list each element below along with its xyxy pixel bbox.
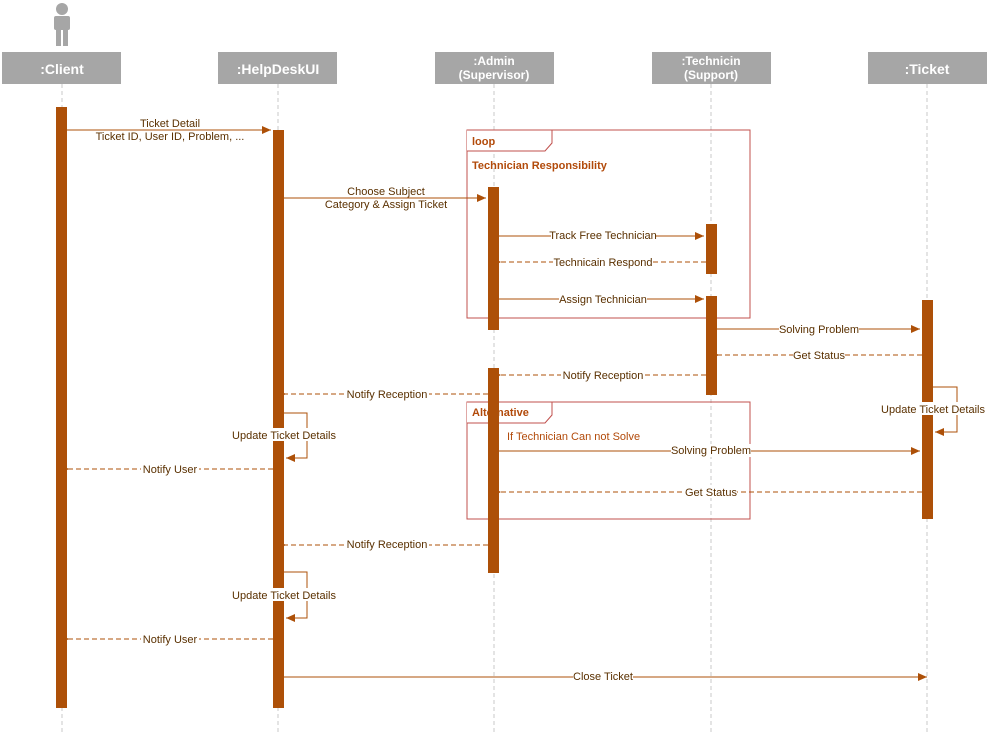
messages: Ticket Detail Ticket ID, User ID, Proble…	[67, 118, 985, 708]
msg-notify-reception-1-label: Notify Reception	[347, 389, 428, 401]
loop-frame: loop Technician Responsibility	[466, 129, 751, 319]
participant-helpdeskui-label: :HelpDeskUI	[237, 61, 319, 77]
msg-get-status-1-label: Get Status	[793, 350, 845, 362]
participant-client: :Client	[2, 52, 121, 84]
msg-notify-user-2-label: Notify User	[143, 634, 198, 646]
msg-tech-respond-label: Technicain Respond	[553, 257, 652, 269]
participant-admin-sublabel: (Supervisor)	[459, 68, 530, 82]
participant-client-label: :Client	[40, 61, 84, 77]
loop-frame-guard: Technician Responsibility	[472, 160, 608, 172]
participant-technician-sublabel: (Support)	[684, 68, 738, 82]
msg-update-ticket-3-label: Update Ticket Details	[881, 404, 985, 416]
person-icon	[54, 3, 70, 46]
loop-frame-tag: loop	[472, 136, 495, 148]
participant-ticket: :Ticket	[868, 52, 987, 84]
msg-notify-reception-2-label: Notify Reception	[347, 539, 428, 551]
alt-frame-guard: If Technician Can not Solve	[507, 431, 640, 443]
activation-technician-1	[706, 224, 717, 274]
activation-client	[56, 107, 67, 708]
msg-close-ticket-label: Close Ticket	[573, 671, 633, 683]
msg-get-status-2-label: Get Status	[685, 487, 737, 499]
activation-technician-2	[706, 296, 717, 395]
msg-track-free-label: Track Free Technician	[549, 230, 657, 242]
msg-assign-tech-label: Assign Technician	[559, 294, 647, 306]
participant-ticket-label: :Ticket	[905, 61, 950, 77]
activation-helpdeskui	[273, 130, 284, 708]
msg-notify-reception-tech-label: Notify Reception	[563, 370, 644, 382]
msg-choose-subject-label-2: Category & Assign Ticket	[325, 199, 447, 211]
msg-solving-2-label: Solving Problem	[671, 445, 751, 457]
alt-frame: Alternative If Technician Can not Solve	[466, 401, 751, 520]
msg-update-ticket-1-label: Update Ticket Details	[232, 430, 336, 442]
participant-admin: :Admin (Supervisor)	[435, 52, 554, 84]
activation-admin-1	[488, 187, 499, 330]
participant-helpdeskui: :HelpDeskUI	[218, 52, 337, 84]
activation-admin-2	[488, 368, 499, 573]
msg-choose-subject-label-1: Choose Subject	[347, 186, 425, 198]
msg-ticket-detail-label-1: Ticket Detail	[140, 118, 200, 130]
alt-frame-tag: Alternative	[472, 407, 529, 419]
msg-ticket-detail-label-2: Ticket ID, User ID, Problem, ...	[96, 131, 245, 143]
msg-solving-1-label: Solving Problem	[779, 324, 859, 336]
msg-notify-user-1-label: Notify User	[143, 464, 198, 476]
msg-update-ticket-2-label: Update Ticket Details	[232, 590, 336, 602]
participant-technician: :Technicin (Support)	[652, 52, 771, 84]
participant-technician-label: :Technicin	[681, 54, 740, 68]
participant-admin-label: :Admin	[473, 54, 514, 68]
